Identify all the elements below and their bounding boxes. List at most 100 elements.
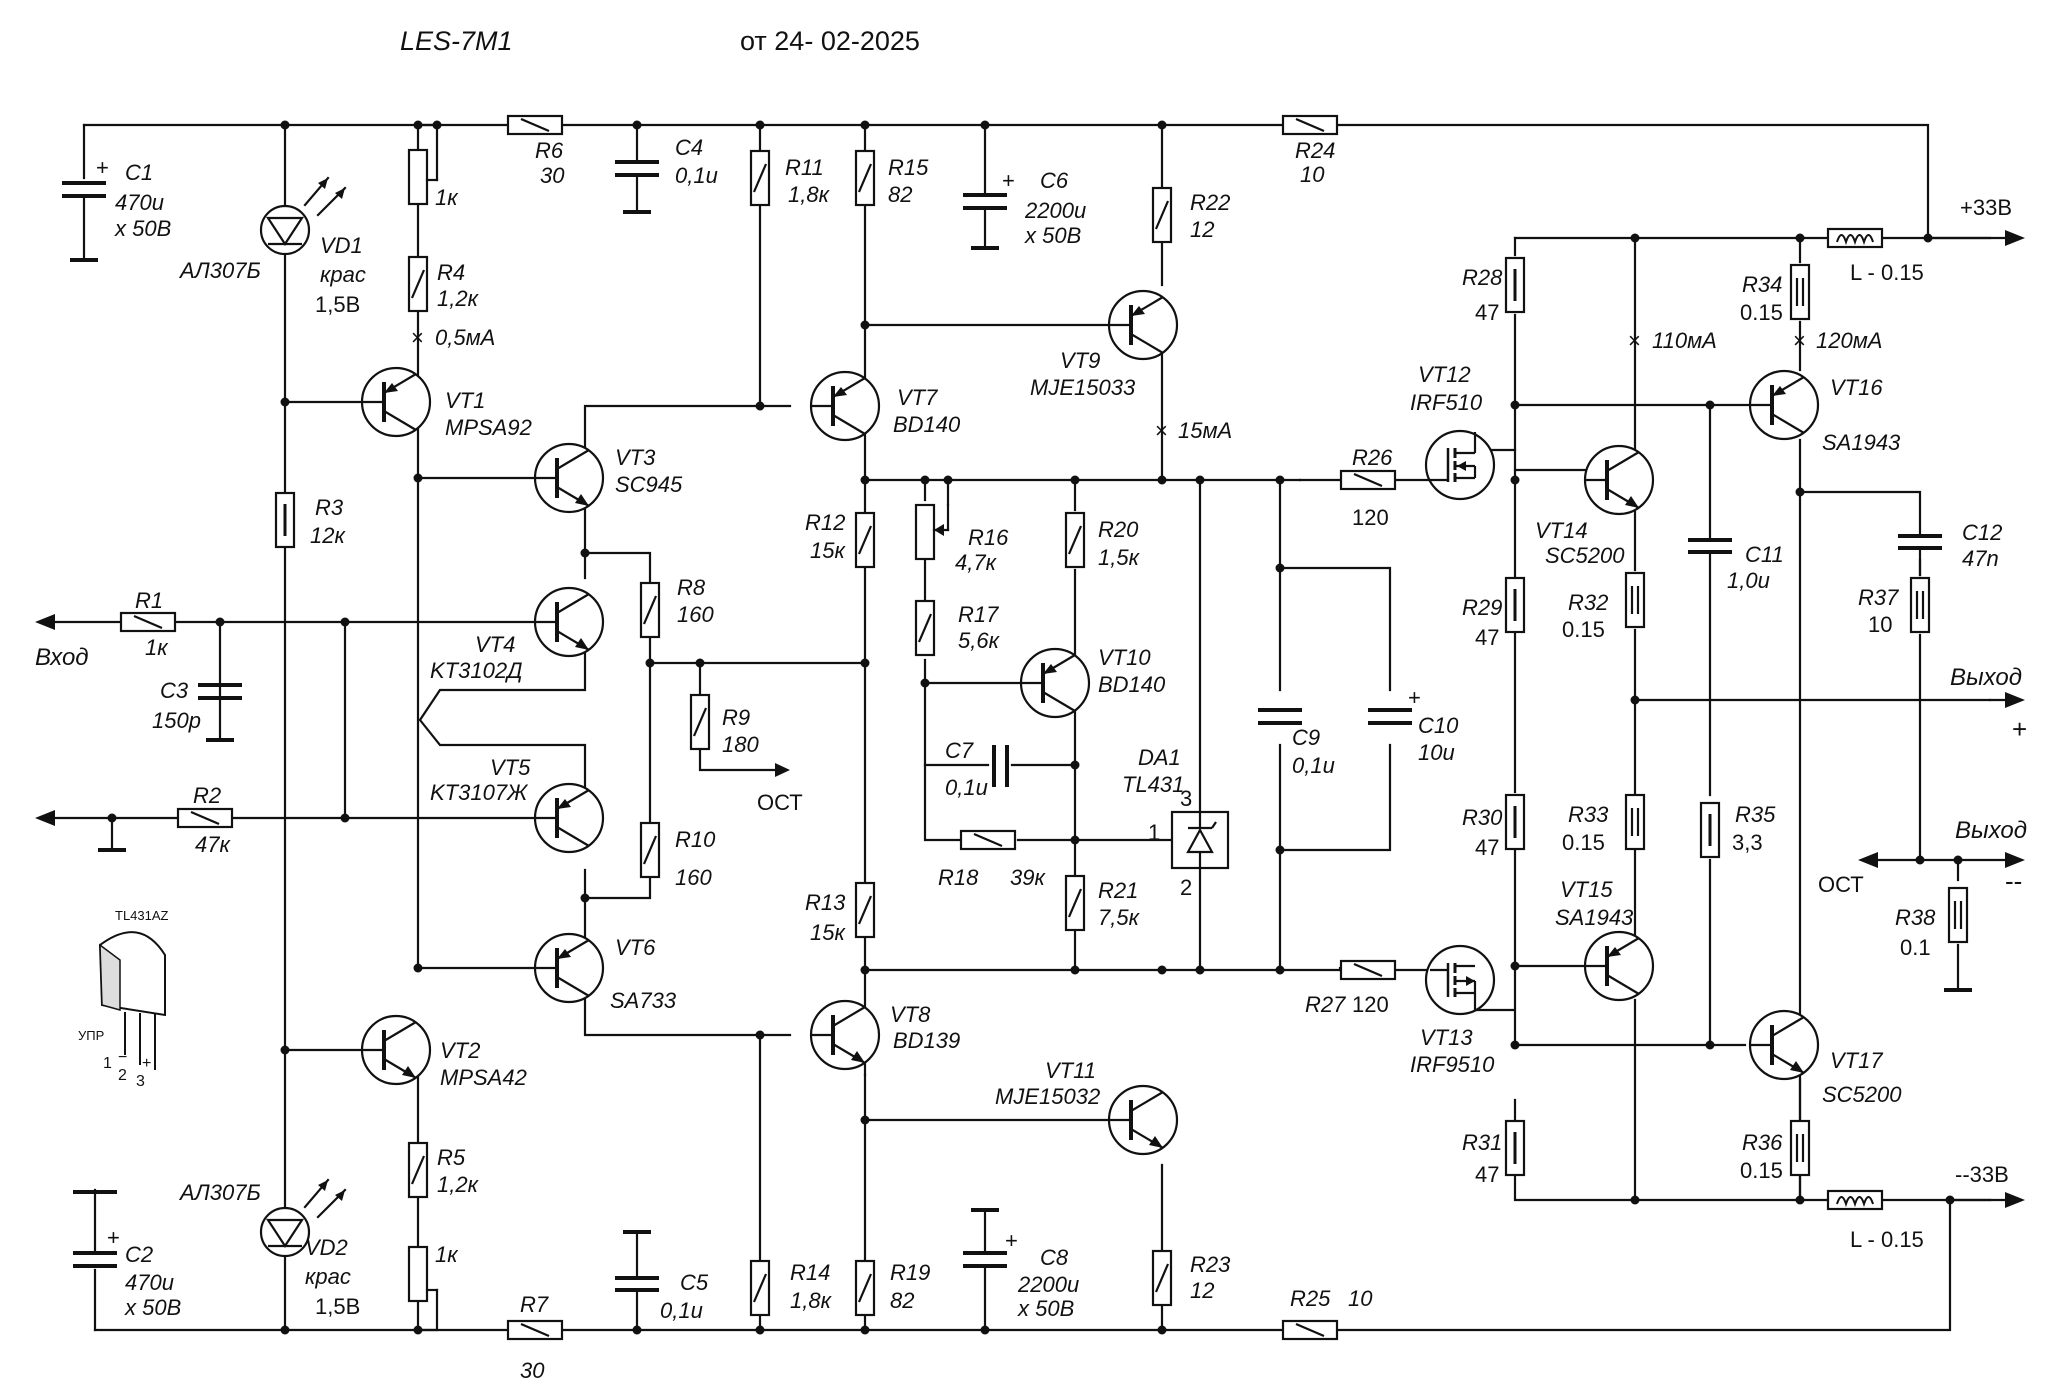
output-plus-arrow: Выход+ <box>1950 664 2027 744</box>
current-mark-0p5ma: ×0,5мА <box>411 325 495 350</box>
svg-text:VT15: VT15 <box>1560 877 1613 902</box>
svg-text:160: 160 <box>677 602 714 627</box>
svg-text:R38: R38 <box>1895 905 1936 930</box>
svg-text:7,5к: 7,5к <box>1098 905 1141 930</box>
svg-text:VT5: VT5 <box>490 755 531 780</box>
current-mark-110ma: × 110мА <box>1628 328 1717 353</box>
svg-text:VT17: VT17 <box>1830 1048 1883 1073</box>
svg-text:+: + <box>1005 1228 1018 1253</box>
svg-text:110мА: 110мА <box>1652 328 1717 353</box>
svg-text:SA1943: SA1943 <box>1822 430 1901 455</box>
svg-text:+: + <box>96 155 109 180</box>
svg-text:R15: R15 <box>888 155 929 180</box>
svg-text:VT16: VT16 <box>1830 375 1883 400</box>
svg-text:R1: R1 <box>135 588 163 613</box>
resistor-r20: R20 1,5к <box>1064 511 1141 570</box>
svg-text:R14: R14 <box>790 1260 830 1285</box>
svg-text:R21: R21 <box>1098 878 1138 903</box>
rail-neg-arrow: --33В <box>1948 1162 2025 1208</box>
svg-text:180: 180 <box>722 732 759 757</box>
ost-out-arrow: ОСТ <box>1818 852 1878 897</box>
svg-text:2200u: 2200u <box>1024 198 1086 223</box>
ost-arrow-r9: ОСТ <box>757 763 803 815</box>
svg-text:DA1: DA1 <box>1138 745 1181 770</box>
svg-text:×: × <box>1628 328 1641 353</box>
svg-text:IRF510: IRF510 <box>1410 390 1483 415</box>
svg-text:+: + <box>1002 168 1015 193</box>
resistor-r25: R25 10 <box>1281 1286 1373 1341</box>
svg-text:УПР: УПР <box>78 1028 104 1043</box>
svg-text:VT13: VT13 <box>1420 1025 1473 1050</box>
svg-text:R31: R31 <box>1462 1130 1502 1155</box>
svg-text:1к: 1к <box>145 635 169 660</box>
svg-text:VD2: VD2 <box>305 1235 348 1260</box>
svg-text:12к: 12к <box>310 523 346 548</box>
svg-text:0,5мА: 0,5мА <box>435 325 495 350</box>
svg-text:1,8к: 1,8к <box>788 182 831 207</box>
capacitor-c6: + C6 2200u x 50B <box>963 123 1086 250</box>
svg-text:10: 10 <box>1300 162 1325 187</box>
svg-text:120: 120 <box>1352 992 1389 1017</box>
svg-text:R25: R25 <box>1290 1286 1331 1311</box>
svg-text:R17: R17 <box>958 602 999 627</box>
led-vd2: АЛ307Б VD2 крас 1,5В <box>178 1178 360 1319</box>
svg-text:C5: C5 <box>680 1270 709 1295</box>
svg-text:1,5В: 1,5В <box>315 292 360 317</box>
svg-text:BD140: BD140 <box>1098 672 1166 697</box>
svg-text:+: + <box>2012 714 2027 744</box>
svg-text:ОСТ: ОСТ <box>1818 872 1864 897</box>
svg-text:0,1u: 0,1u <box>945 775 988 800</box>
svg-text:30: 30 <box>540 163 565 188</box>
svg-text:R8: R8 <box>677 575 706 600</box>
svg-text:SC5200: SC5200 <box>1545 543 1625 568</box>
svg-text:R30: R30 <box>1462 805 1503 830</box>
svg-text:2: 2 <box>118 1067 127 1084</box>
svg-text:VT9: VT9 <box>1060 348 1100 373</box>
svg-text:C12: C12 <box>1962 520 2002 545</box>
svg-text:3,3: 3,3 <box>1732 830 1763 855</box>
capacitor-c2: + C2 470u x 50B <box>73 1190 181 1320</box>
svg-text:R37: R37 <box>1858 585 1899 610</box>
svg-text:x 50B: x 50B <box>114 216 171 241</box>
svg-text:R23: R23 <box>1190 1252 1231 1277</box>
svg-text:MPSA42: MPSA42 <box>440 1065 527 1090</box>
svg-text:1: 1 <box>103 1055 112 1072</box>
svg-text:MPSA92: MPSA92 <box>445 415 532 440</box>
svg-text:10: 10 <box>1348 1286 1373 1311</box>
svg-text:крас: крас <box>305 1264 351 1289</box>
svg-text:0.15: 0.15 <box>1740 1158 1783 1183</box>
svg-text:BD139: BD139 <box>893 1028 960 1053</box>
r2-arrow <box>35 810 55 826</box>
inductor-l1: L - 0.15 <box>1826 227 1924 285</box>
svg-text:1,5к: 1,5к <box>1098 545 1141 570</box>
svg-text:1к: 1к <box>435 185 459 210</box>
svg-text:R16: R16 <box>968 525 1009 550</box>
svg-text:R29: R29 <box>1462 595 1502 620</box>
svg-text:−: − <box>118 1049 127 1066</box>
svg-text:R4: R4 <box>437 260 465 285</box>
svg-text:VD1: VD1 <box>320 233 363 258</box>
svg-text:VT3: VT3 <box>615 445 656 470</box>
tl431-package-icon: TL431AZ УПР 1 2 3 − + <box>78 908 169 1090</box>
svg-text:C9: C9 <box>1292 725 1320 750</box>
inductor-l2: L - 0.15 <box>1826 1189 1924 1252</box>
svg-text:R20: R20 <box>1098 517 1139 542</box>
output-minus-arrow: Выход-- <box>1955 817 2027 896</box>
